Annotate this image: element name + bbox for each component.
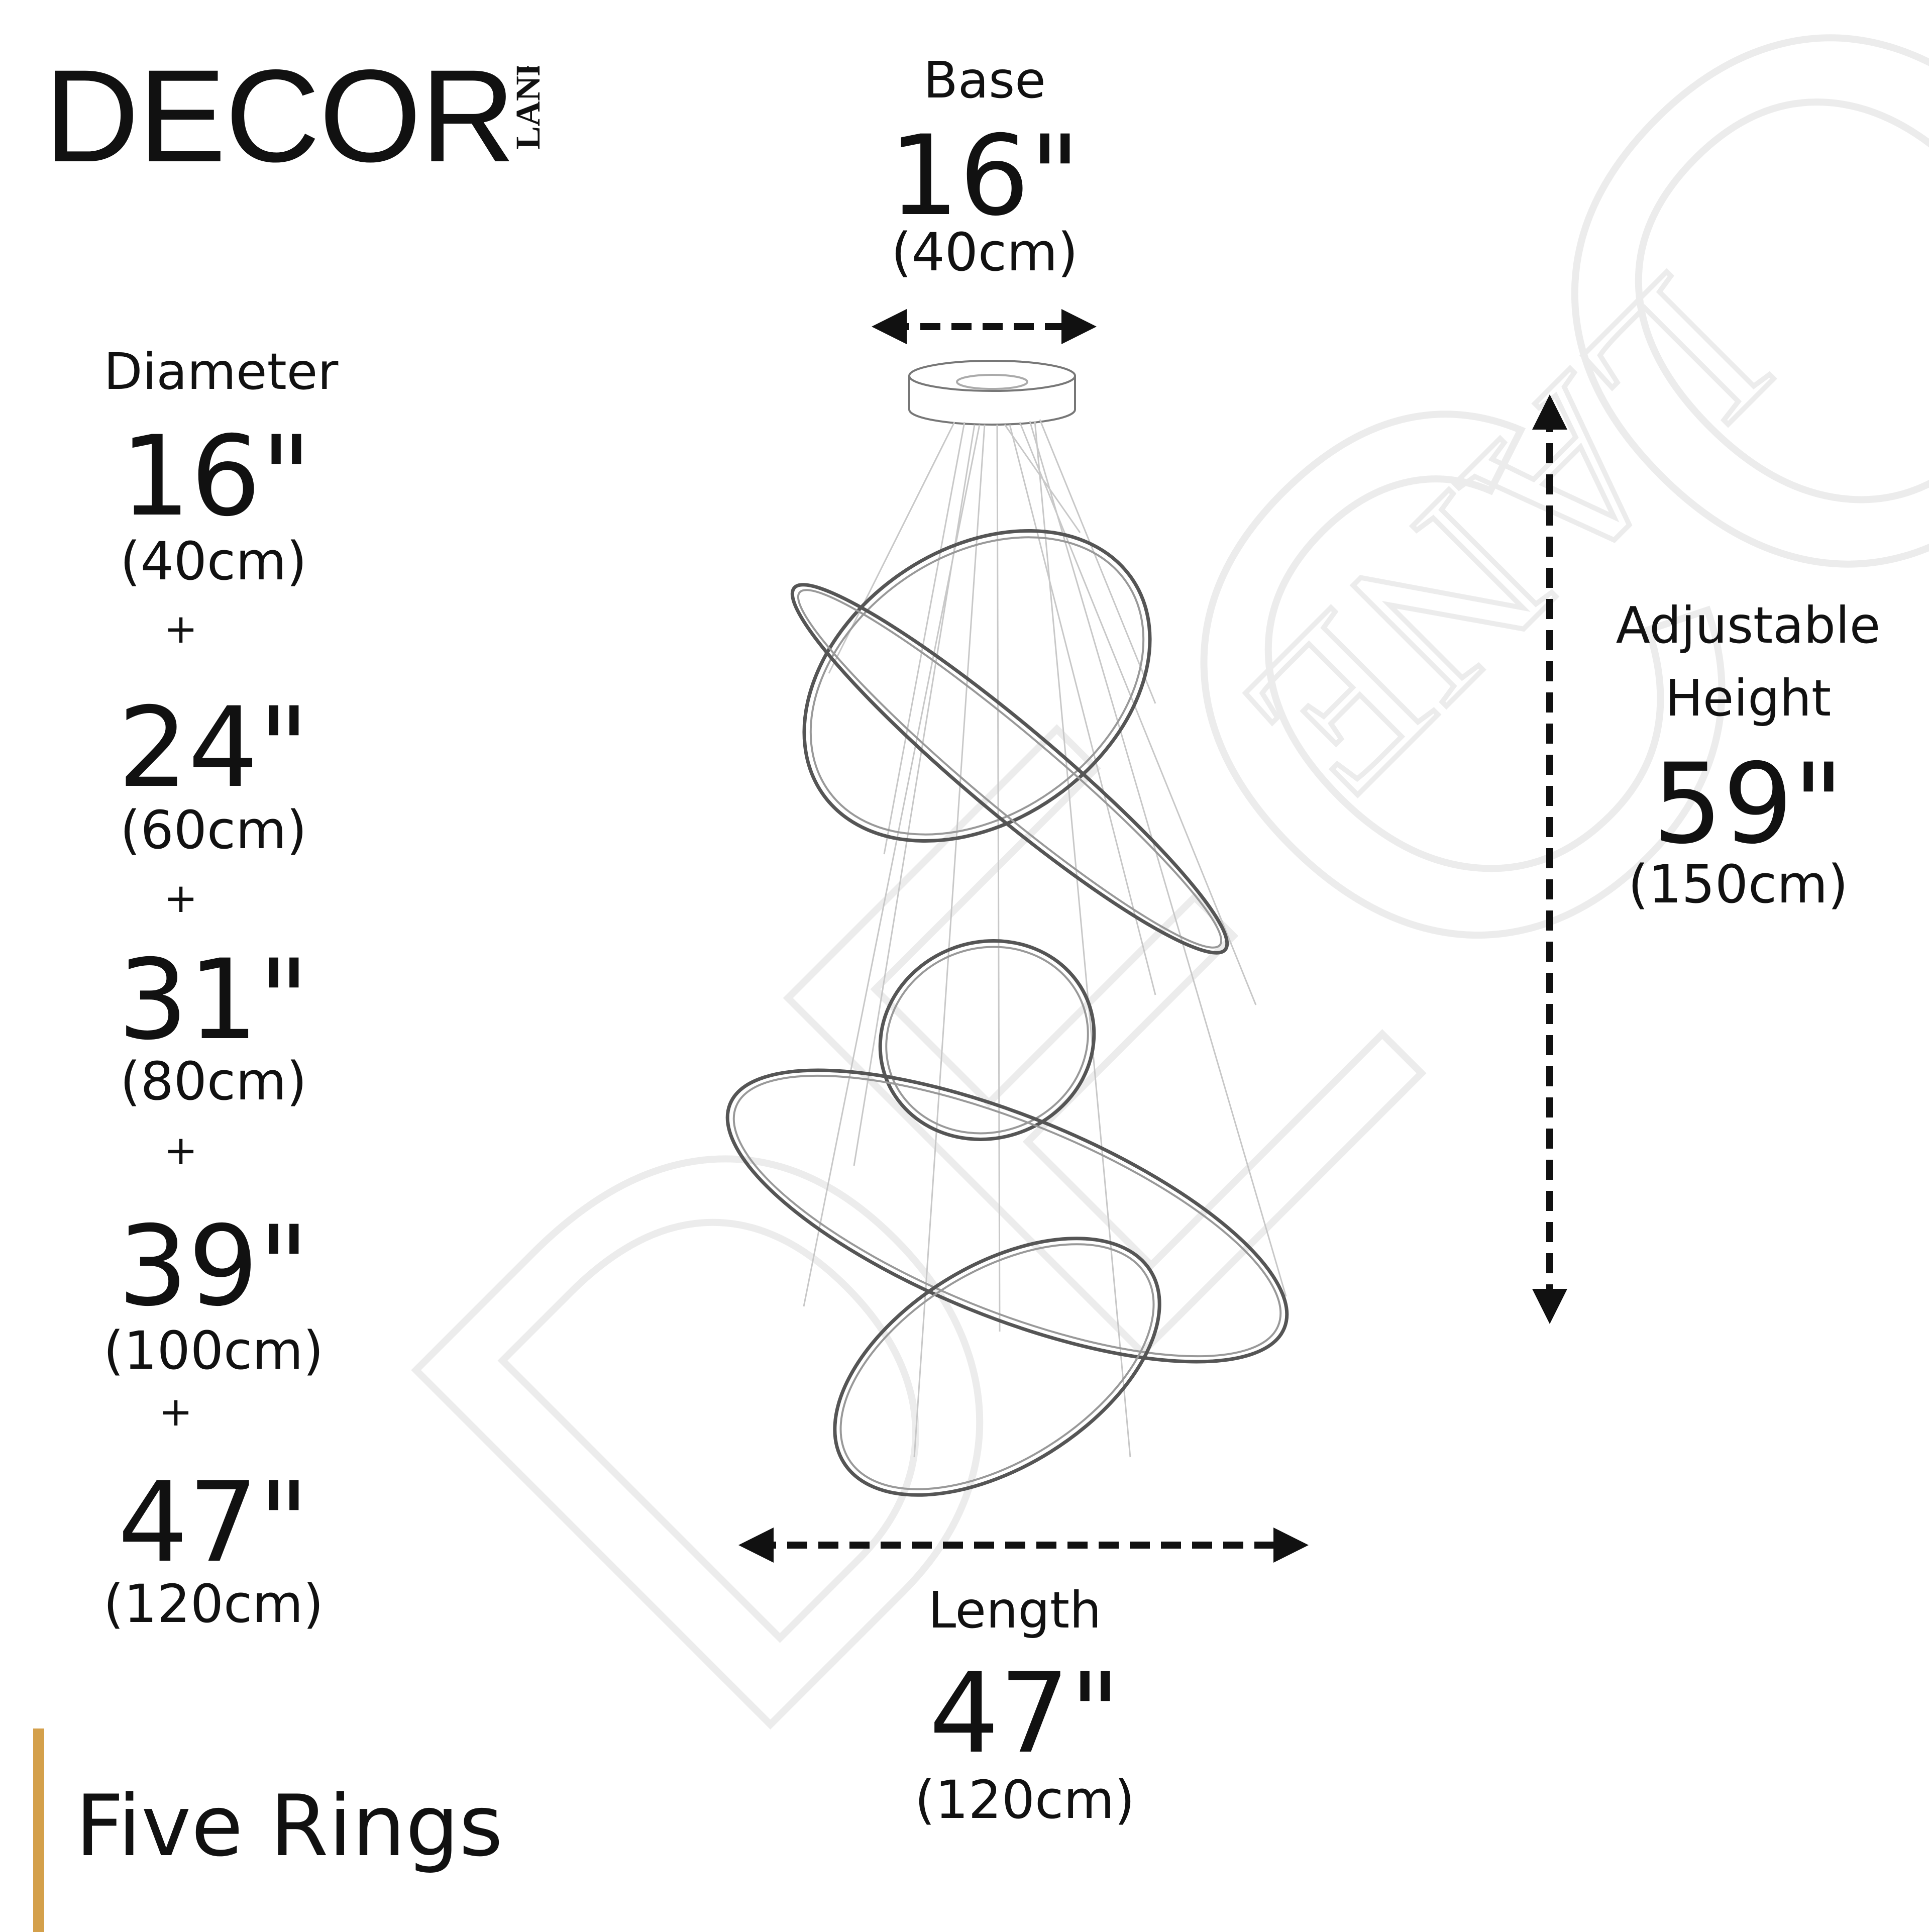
brand-logo: DECOR <box>44 50 515 182</box>
diameter-metric-1: (40cm) <box>120 531 307 592</box>
ring-5 <box>833 1237 1161 1497</box>
height-value: 59" <box>1652 740 1844 868</box>
length-value: 47" <box>929 1649 1121 1778</box>
diameter-value-3: 31" <box>118 936 309 1064</box>
diameter-value-4: 39" <box>118 1202 309 1331</box>
ring-1 <box>802 529 1152 843</box>
diameter-metric-5: (120cm) <box>103 1573 324 1635</box>
product-title: Five Rings <box>75 1777 503 1875</box>
diameter-value-1: 16" <box>120 412 312 541</box>
diameter-metric-4: (100cm) <box>103 1320 324 1381</box>
brand-logo-text: DECOR <box>44 42 515 189</box>
suspension-wires <box>803 419 1287 1458</box>
diameter-value-5: 47" <box>118 1458 309 1587</box>
diameter-metric-2: (60cm) <box>120 799 307 861</box>
base-label: Base <box>923 51 1046 110</box>
plus-2: + <box>164 875 198 922</box>
ceiling-canopy <box>908 360 1076 426</box>
diameter-value-2: 24" <box>118 683 309 812</box>
plus-4: + <box>159 1388 193 1435</box>
length-metric: (120cm) <box>914 1769 1135 1831</box>
ring-3 <box>878 939 1096 1141</box>
base-value: 16" <box>889 112 1081 240</box>
length-label: Length <box>928 1581 1102 1640</box>
svg-text:LANE: LANE <box>508 66 547 150</box>
height-metric: (150cm) <box>1628 854 1849 915</box>
base-metric: (40cm) <box>891 222 1078 283</box>
title-accent-bar <box>33 1728 44 1932</box>
diameter-label: Diameter <box>103 342 339 401</box>
rings <box>725 529 1289 1497</box>
height-label-line1: Adjustable <box>1616 596 1881 655</box>
height-label-line2: Height <box>1665 669 1832 728</box>
plus-1: + <box>164 605 198 652</box>
ring-2 <box>790 583 1229 955</box>
diameter-metric-3: (80cm) <box>120 1051 307 1112</box>
brand-logo-sub: LANE <box>508 66 547 150</box>
plus-3: + <box>164 1127 198 1174</box>
ring-4 <box>725 1068 1289 1364</box>
